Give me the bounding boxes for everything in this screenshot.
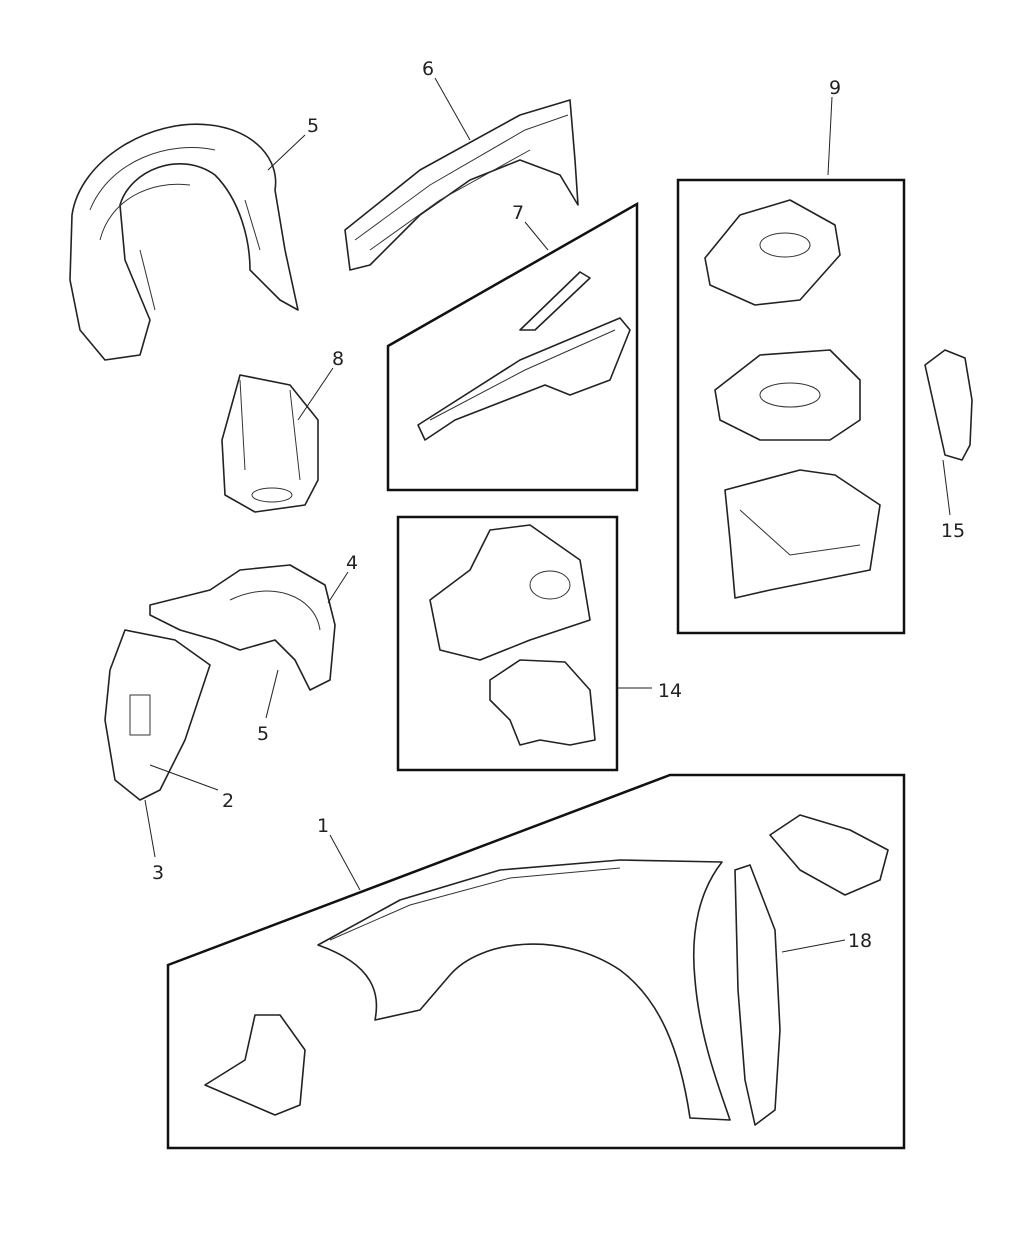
callout-4: 4 <box>346 552 358 574</box>
callout-9: 9 <box>829 77 841 99</box>
front-liner-part <box>149 564 336 691</box>
fender-part <box>204 814 889 1126</box>
splash-shield-part <box>104 629 211 801</box>
frame-rail-part <box>417 271 631 441</box>
wheelhouse-liner-part <box>69 123 299 361</box>
callout-15: 15 <box>941 520 965 542</box>
callout-6: 6 <box>422 58 434 80</box>
callout-8: 8 <box>332 348 344 370</box>
filler-part-15 <box>924 349 973 461</box>
shock-tower-parts <box>704 199 881 599</box>
callout-1: 1 <box>317 815 329 837</box>
callout-14: 14 <box>658 680 682 702</box>
group-frame-1 <box>166 773 906 1150</box>
callout-18: 18 <box>848 930 872 952</box>
battery-tray-parts <box>429 524 596 746</box>
callout-5-upper: 5 <box>307 115 319 137</box>
group-frame-9 <box>676 178 906 635</box>
callout-3: 3 <box>152 862 164 884</box>
group-frame-7 <box>386 201 639 492</box>
callout-5-lower: 5 <box>257 723 269 745</box>
callout-7: 7 <box>512 202 524 224</box>
callout-2: 2 <box>222 790 234 812</box>
group-frame-14 <box>396 515 619 772</box>
bracket-part-8 <box>221 374 319 513</box>
upper-rail-part <box>344 99 579 271</box>
